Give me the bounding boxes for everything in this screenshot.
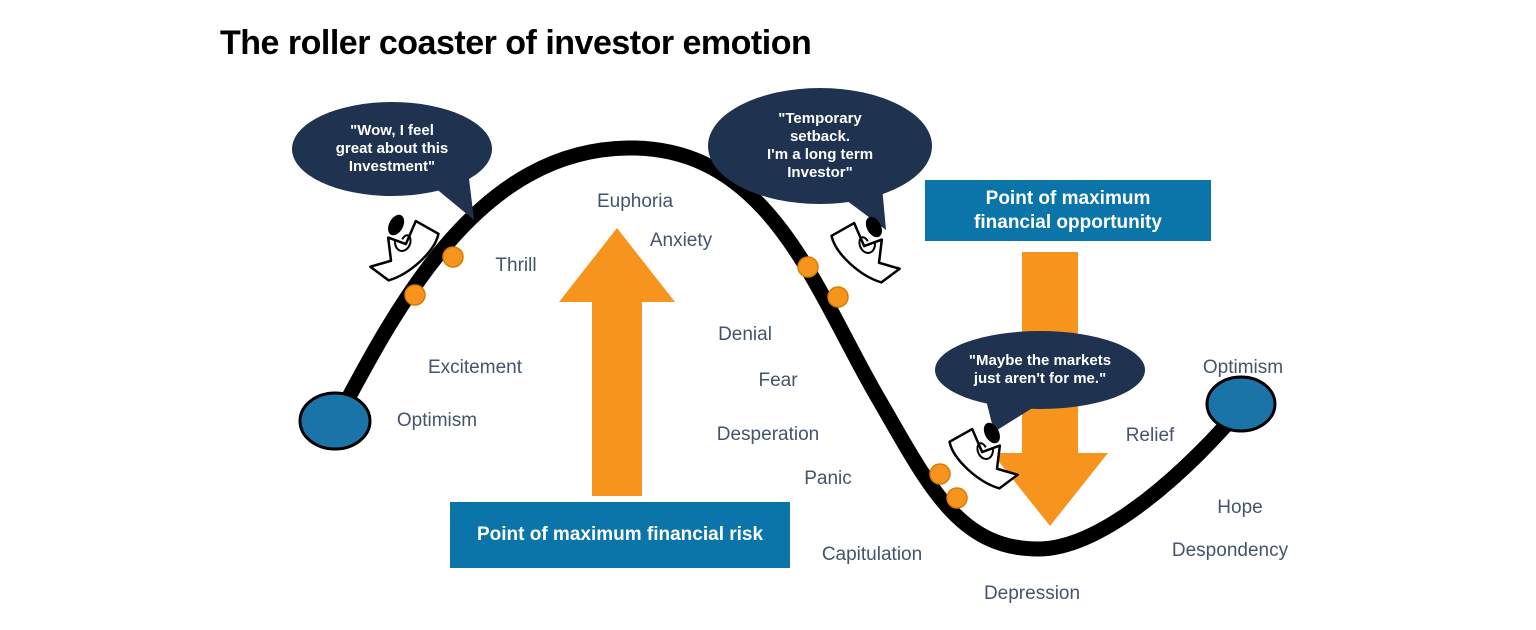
emotion-label-panic: Panic — [804, 468, 852, 489]
speech-bubble-thrill-shape — [292, 102, 492, 220]
emotion-label-anxiety: Anxiety — [649, 230, 713, 251]
curve-start-dot-icon — [298, 391, 372, 451]
max-risk-callout-label: Point of maximum financial risk — [476, 524, 764, 546]
emotion-label-euphoria: Euphoria — [596, 191, 674, 212]
speech-bubble-panic-text: "Maybe the markets just aren't for me." — [968, 352, 1112, 387]
emotion-label-excitement: Excitement — [428, 357, 522, 378]
curve-end-dot-icon — [1205, 375, 1277, 433]
emotion-label-relief: Relief — [1125, 425, 1175, 446]
emotion-label-desperation: Desperation — [716, 424, 820, 445]
max-opportunity-callout-label: Point of maximum financial opportunity — [974, 187, 1162, 233]
emotion-label-capitulation: Capitulation — [821, 544, 923, 565]
speech-bubble-thrill-text: "Wow, I feel great about this Investment… — [335, 122, 449, 175]
emotion-label-despondency: Despondency — [1171, 540, 1289, 561]
max-risk-callout: Point of maximum financial risk — [450, 502, 790, 568]
emotion-label-fear: Fear — [758, 370, 798, 391]
emotion-label-denial: Denial — [718, 324, 772, 345]
emotion-label-optimism-end: Optimism — [1202, 357, 1284, 378]
page-title: The roller coaster of investor emotion — [220, 24, 812, 62]
speech-bubble-panic-shape — [935, 331, 1145, 432]
emotion-label-thrill: Thrill — [495, 255, 537, 276]
speech-bubble-anxiety-text: "Temporary setback. I'm a long term Inve… — [766, 110, 874, 181]
emotion-label-hope: Hope — [1217, 497, 1263, 518]
emotion-label-depression: Depression — [983, 583, 1081, 604]
max-opportunity-callout: Point of maximum financial opportunity — [925, 180, 1211, 241]
up-arrow-icon — [559, 228, 675, 496]
emotion-label-optimism-start: Optimism — [396, 410, 478, 431]
cart-wheel-icons — [404, 246, 968, 509]
emotion-curve — [327, 140, 1254, 557]
